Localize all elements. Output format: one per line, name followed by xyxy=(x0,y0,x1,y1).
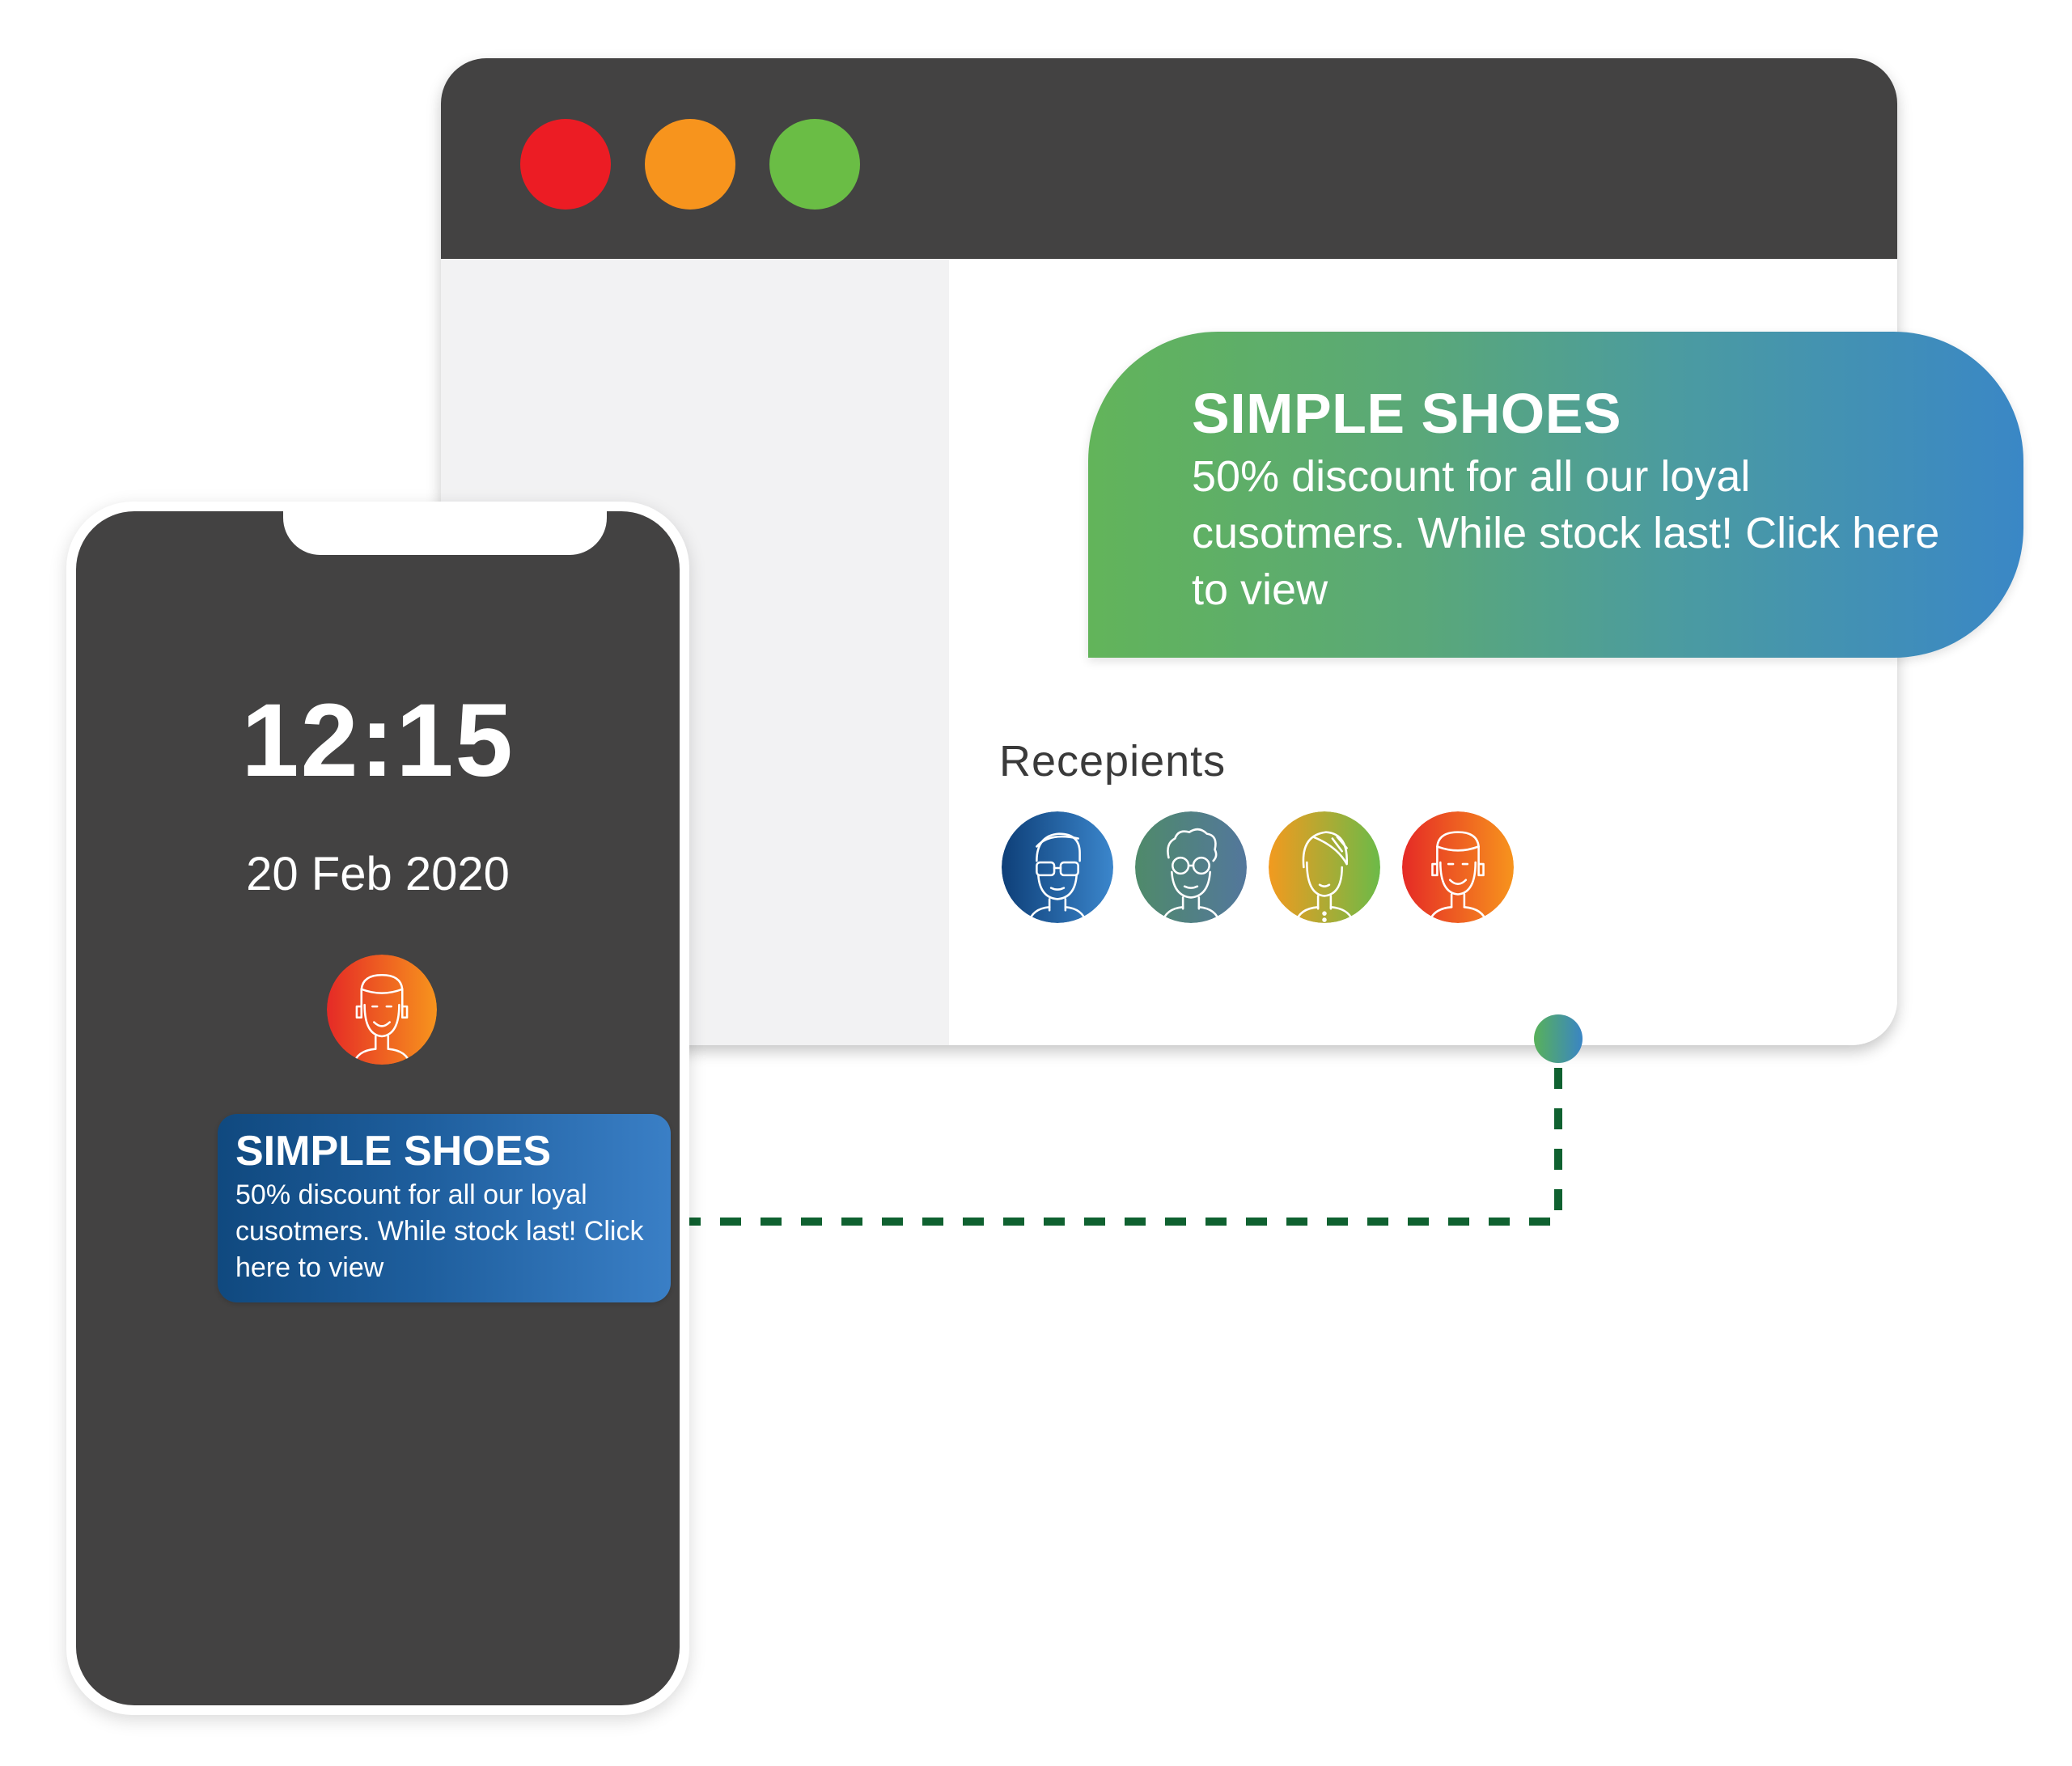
lock-screen-date: 20 Feb 2020 xyxy=(246,848,510,900)
phone-lock-screen: 12:15 20 Feb 2020 xyxy=(76,511,680,1705)
smiling-man-avatar-icon[interactable] xyxy=(1402,811,1514,923)
phone-notch xyxy=(283,511,607,555)
smiling-man-avatar-icon xyxy=(327,955,437,1065)
recipients-label: Recepients xyxy=(999,737,1227,786)
desktop-notification[interactable]: SIMPLE SHOES 50% discount for all our lo… xyxy=(1088,332,2023,658)
curly-hair-glasses-avatar-icon[interactable] xyxy=(1135,811,1247,923)
smartphone: 12:15 20 Feb 2020 xyxy=(66,502,689,1715)
phone-notification-title: SIMPLE SHOES xyxy=(235,1128,552,1175)
maximize-button[interactable] xyxy=(769,119,860,210)
phone-notification[interactable]: SIMPLE SHOES 50% discount for all our lo… xyxy=(218,1114,671,1302)
connector-dot-browser xyxy=(1534,1014,1583,1063)
woman-with-hair-avatar-icon[interactable] xyxy=(1269,811,1380,923)
browser-titlebar xyxy=(441,58,1897,259)
minimize-button[interactable] xyxy=(645,119,735,210)
phone-notification-body: 50% discount for all our loyal cusotmers… xyxy=(235,1179,644,1283)
man-with-glasses-avatar-icon[interactable] xyxy=(1002,811,1113,923)
close-button[interactable] xyxy=(520,119,611,210)
notification-title: SIMPLE SHOES xyxy=(1192,382,1622,445)
notification-body: 50% discount for all our loyal cusotmers… xyxy=(1192,452,1940,614)
lock-screen-time: 12:15 xyxy=(241,683,515,798)
